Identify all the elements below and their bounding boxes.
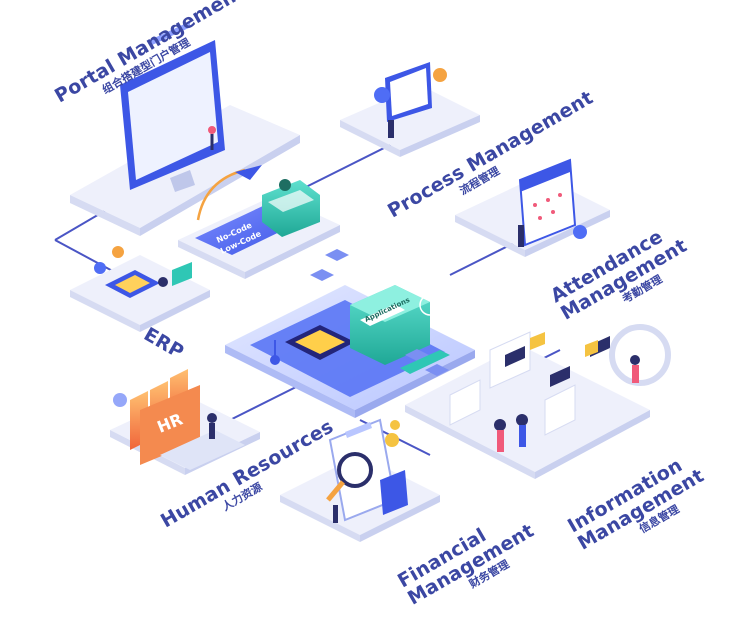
portal-platform — [70, 21, 300, 236]
attendance-platform — [455, 158, 610, 257]
nocode-platform: No-Code Low-Code — [178, 165, 340, 279]
financial-platform — [280, 418, 440, 542]
erp-platform — [70, 246, 210, 332]
process-platform — [340, 62, 480, 157]
information-platform — [405, 324, 671, 479]
hr-platform: HR — [110, 369, 260, 475]
central-applications-platform: Applications — [225, 249, 475, 418]
